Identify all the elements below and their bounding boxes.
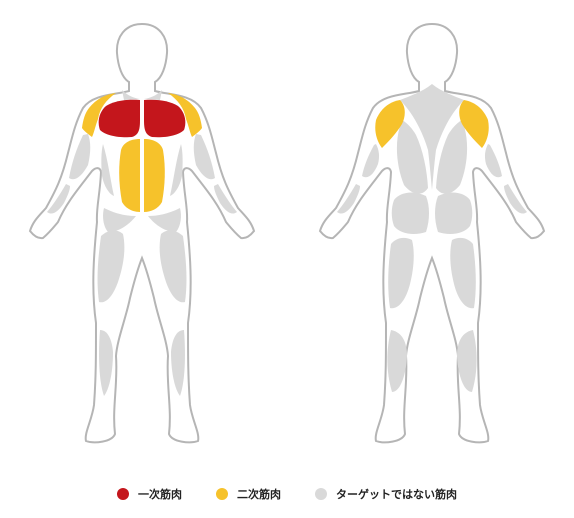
front-hip-right [148, 208, 181, 232]
back-glute-right [435, 192, 473, 234]
front-view [29, 23, 255, 444]
legend-label-non-target: ターゲットではない筋肉 [336, 488, 457, 501]
back-secondary-muscles [375, 100, 489, 148]
front-oblique-right [170, 144, 183, 196]
front-primary-muscles [98, 99, 186, 138]
front-trapezius-right [144, 90, 162, 100]
back-non-target-muscles [337, 84, 527, 392]
front-shin-right [171, 330, 185, 396]
legend-item-primary: 一次筋肉 [117, 486, 182, 502]
legend-label-primary: 一次筋肉 [138, 488, 182, 501]
front-forearm-left [47, 184, 70, 214]
front-biceps-right [193, 134, 215, 180]
back-view [319, 23, 545, 444]
front-biceps-left [69, 134, 91, 180]
back-forearm-right [504, 184, 527, 214]
secondary-dot-icon [216, 488, 228, 500]
back-triceps-left [362, 144, 380, 178]
front-hip-left [103, 208, 136, 232]
front-body-outline [29, 23, 255, 444]
back-deltoid-right [459, 100, 489, 148]
back-calf-left [387, 330, 407, 392]
front-non-target-muscles [47, 90, 237, 396]
back-glute-left [391, 192, 429, 234]
front-oblique-left [101, 144, 114, 196]
front-pectoral-right [144, 99, 186, 138]
front-quadriceps-right [159, 230, 187, 303]
front-pectoral-left [98, 99, 140, 138]
legend-label-secondary: 二次筋肉 [237, 488, 281, 501]
front-trapezius-left [122, 90, 140, 100]
back-lat-left [396, 120, 428, 194]
legend-item-non-target: ターゲットではない筋肉 [315, 486, 457, 502]
front-abs-left [119, 139, 140, 212]
legend: 一次筋肉 二次筋肉 ターゲットではない筋肉 [0, 483, 574, 505]
back-lat-right [436, 120, 468, 194]
back-forearm-left [337, 184, 360, 214]
legend-item-secondary: 二次筋肉 [216, 486, 281, 502]
primary-dot-icon [117, 488, 129, 500]
front-quadriceps-left [97, 230, 125, 303]
non-target-dot-icon [315, 488, 327, 500]
back-calf-right [457, 330, 477, 392]
back-hamstring-right [450, 237, 476, 309]
back-triceps-right [484, 144, 502, 178]
front-forearm-right [214, 184, 237, 214]
front-secondary-muscles [82, 93, 202, 212]
body-figures [29, 23, 545, 444]
front-shin-left [99, 330, 113, 396]
front-abs-right [144, 139, 165, 212]
front-deltoid-left [82, 93, 116, 137]
back-trapezius [400, 84, 464, 190]
back-deltoid-left [375, 100, 405, 148]
back-hamstring-left [388, 237, 414, 309]
front-deltoid-right [168, 93, 202, 137]
